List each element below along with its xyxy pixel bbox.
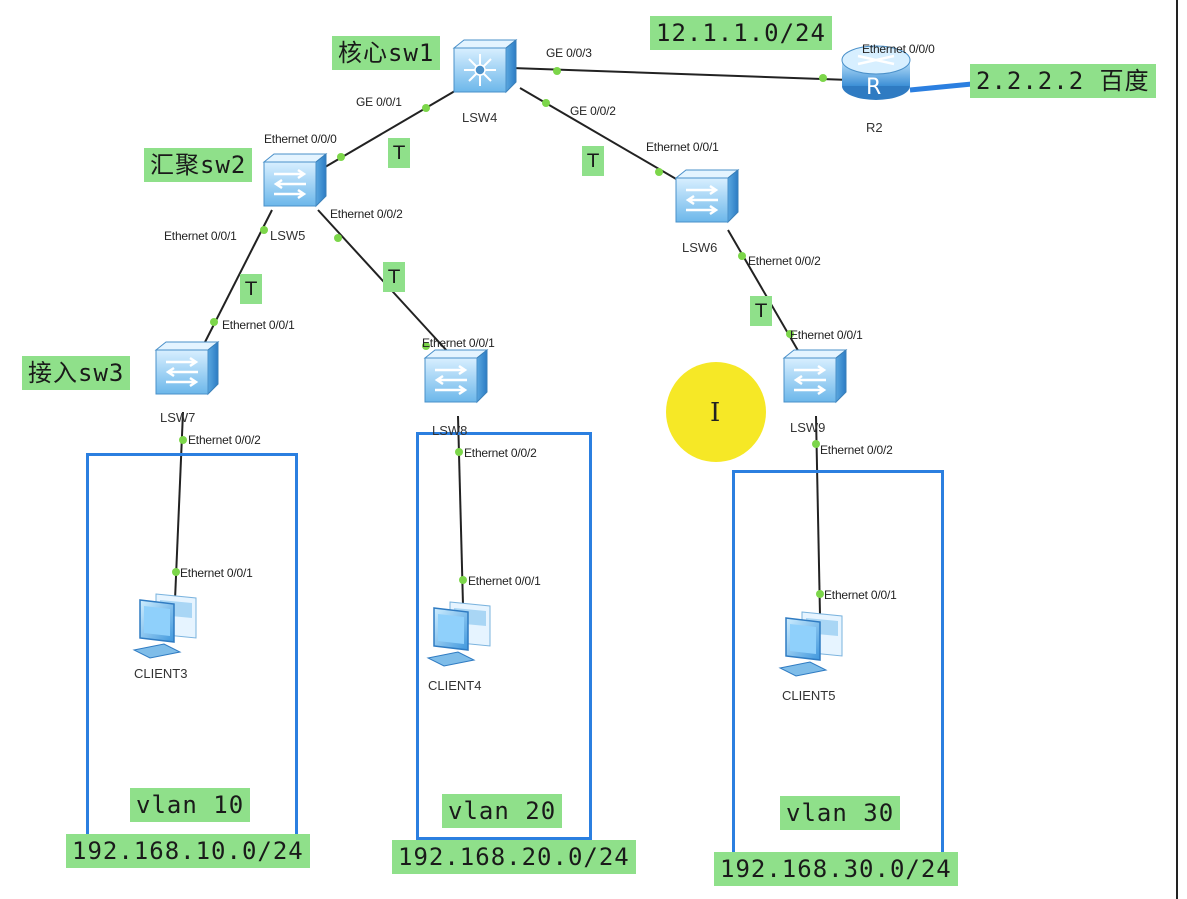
cursor-highlight (666, 362, 766, 462)
subnet20-label: 192.168.20.0/24 (392, 840, 636, 874)
link-lsw4-r2[interactable] (511, 67, 851, 81)
port-label: GE 0/0/3 (546, 46, 592, 60)
port-dot (172, 568, 180, 576)
port-label: Ethernet 0/0/1 (790, 328, 863, 342)
port-dot (422, 104, 430, 112)
port-label: Ethernet 0/0/2 (188, 433, 261, 447)
port-label: Ethernet 0/0/0 (862, 42, 935, 56)
subnet30-label: 192.168.30.0/24 (714, 852, 958, 886)
port-label: Ethernet 0/0/1 (180, 566, 253, 580)
vlan30-label: vlan 30 (780, 796, 901, 830)
port-label: Ethernet 0/0/2 (748, 254, 821, 268)
device-name-lsw7: LSW7 (160, 410, 196, 425)
port-label: Ethernet 0/0/1 (222, 318, 295, 332)
window-edge-divider (1176, 0, 1178, 899)
vlan10-box (86, 453, 298, 838)
text-cursor-icon: I (710, 398, 721, 428)
trunk-mark-lsw4-lsw6: T (582, 146, 604, 176)
port-dot (553, 67, 561, 75)
device-name-client4: CLIENT4 (428, 678, 482, 693)
port-dot (179, 436, 187, 444)
port-label: Ethernet 0/0/1 (646, 140, 719, 154)
port-dot (542, 99, 550, 107)
trunk-mark-lsw5-lsw7: T (240, 274, 262, 304)
device-name-client3: CLIENT3 (134, 666, 188, 681)
vlan20-box (416, 432, 592, 840)
port-label: GE 0/0/2 (570, 104, 616, 118)
port-dot (422, 342, 430, 350)
port-label: Ethernet 0/0/1 (824, 588, 897, 602)
device-name-lsw9: LSW9 (790, 420, 826, 435)
port-dot (816, 590, 824, 598)
port-dot (655, 168, 663, 176)
trunk-mark-lsw6-lsw9: T (750, 296, 772, 326)
router-icon[interactable]: R (841, 45, 911, 100)
port-dot (812, 440, 820, 448)
link-lsw9-client5[interactable] (815, 415, 821, 616)
vlan20-label: vlan 20 (442, 794, 563, 828)
port-label: GE 0/0/1 (356, 95, 402, 109)
trunk-mark-lsw5-lsw8: T (383, 262, 405, 292)
aggregation-switch-label: 汇聚sw2 (144, 148, 253, 182)
access-switch-label: 接入sw3 (22, 356, 131, 390)
port-dot (260, 226, 268, 234)
internet-label: 2.2.2.2 百度 (970, 64, 1156, 98)
link-lsw8-client4[interactable] (457, 415, 464, 606)
link-r2-internet[interactable] (909, 81, 973, 93)
core-switch-icon[interactable] (452, 38, 518, 94)
vlan10-label: vlan 10 (130, 788, 251, 822)
port-label: Ethernet 0/0/1 (468, 574, 541, 588)
port-label: Ethernet 0/0/0 (264, 132, 337, 146)
port-label: Ethernet 0/0/1 (422, 336, 495, 350)
device-name-client5: CLIENT5 (782, 688, 836, 703)
device-name-lsw5: LSW5 (270, 228, 306, 243)
device-name-lsw6: LSW6 (682, 240, 718, 255)
switch-icon[interactable] (154, 340, 220, 396)
device-name-lsw4: LSW4 (462, 110, 498, 125)
port-dot (786, 330, 794, 338)
port-dot (337, 153, 345, 161)
switch-icon[interactable] (674, 168, 740, 224)
port-dots (172, 67, 827, 598)
port-dot (334, 234, 342, 242)
port-label: Ethernet 0/0/2 (464, 446, 537, 460)
port-dot (210, 318, 218, 326)
port-label: Ethernet 0/0/1 (164, 229, 237, 243)
port-label: Ethernet 0/0/2 (330, 207, 403, 221)
switch-icon[interactable] (782, 348, 848, 404)
device-name-lsw8: LSW8 (432, 423, 468, 438)
port-dot (738, 252, 746, 260)
port-dot (459, 576, 467, 584)
subnet10-label: 192.168.10.0/24 (66, 834, 310, 868)
core-switch-label: 核心sw1 (332, 36, 441, 70)
port-dot (819, 74, 827, 82)
wan-subnet-label: 12.1.1.0/24 (650, 16, 832, 50)
port-dot (455, 448, 463, 456)
switch-icon[interactable] (423, 348, 489, 404)
port-label: Ethernet 0/0/2 (820, 443, 893, 457)
svg-text:R: R (866, 75, 881, 100)
device-name-r2: R2 (866, 120, 883, 135)
trunk-mark-lsw4-lsw5: T (388, 138, 410, 168)
switch-icon[interactable] (262, 152, 328, 208)
